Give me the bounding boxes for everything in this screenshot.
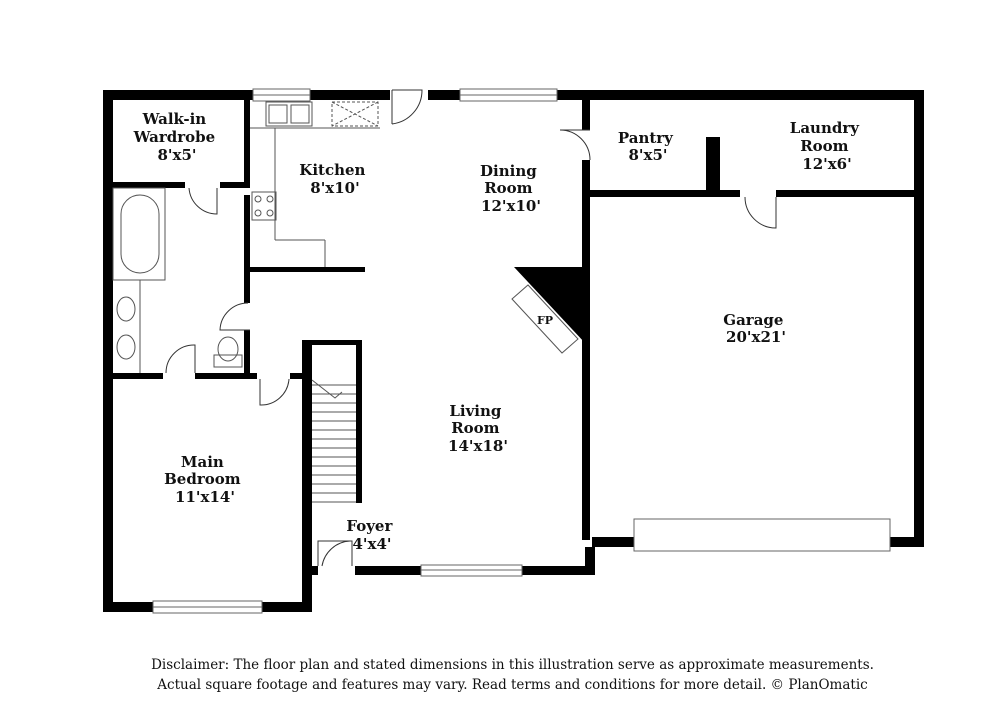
kitchen-fixtures bbox=[250, 101, 380, 267]
room-label-pantry: Pantry 8'x5' bbox=[618, 129, 678, 164]
sink-icon bbox=[116, 334, 136, 360]
stove-icon bbox=[251, 191, 277, 221]
room-label-main-bedroom: Main Bedroom 11'x14' bbox=[164, 453, 246, 506]
bathtub-icon bbox=[120, 194, 160, 274]
dishwasher-icon bbox=[331, 101, 379, 127]
door-toilet bbox=[165, 344, 196, 374]
sink-icon bbox=[116, 296, 136, 322]
door-garage bbox=[744, 196, 777, 229]
bathroom-fixtures bbox=[112, 187, 243, 373]
windows bbox=[152, 88, 891, 614]
doors bbox=[165, 89, 777, 567]
door-front bbox=[317, 540, 353, 566]
door-pantry bbox=[559, 129, 591, 161]
disclaimer-line-2: Actual square footage and features may v… bbox=[157, 677, 868, 693]
exterior-walls bbox=[103, 90, 924, 612]
stairs bbox=[311, 379, 356, 503]
door-wardrobe bbox=[188, 187, 218, 215]
garage-door bbox=[633, 518, 891, 552]
room-label-walk-in-wardrobe: Walk-in Wardrobe 8'x5' bbox=[133, 110, 221, 164]
fireplace: FP bbox=[511, 267, 585, 354]
room-label-foyer: Foyer 4'x4' bbox=[346, 517, 397, 553]
fireplace-label: FP bbox=[537, 314, 553, 327]
interior-walls bbox=[113, 100, 924, 540]
room-label-laundry-room: Laundry Room 12'x6' bbox=[790, 119, 864, 173]
room-labels: Walk-in Wardrobe 8'x5' Kitchen 8'x10' Di… bbox=[133, 110, 864, 553]
door-kitchen-exterior bbox=[391, 89, 423, 125]
room-label-kitchen: Kitchen 8'x10' bbox=[299, 161, 370, 197]
kitchen-sink-icon bbox=[265, 101, 313, 127]
toilet-icon bbox=[213, 354, 243, 368]
room-label-garage: Garage 20'x21' bbox=[723, 311, 788, 346]
disclaimer-line-1: Disclaimer: The floor plan and stated di… bbox=[151, 657, 874, 673]
room-label-dining-room: Dining Room 12'x10' bbox=[480, 162, 542, 215]
door-bedroom bbox=[259, 378, 290, 406]
floor-plan: FP Walk-in Wardrobe 8'x5' Kitchen 8'x10'… bbox=[103, 88, 924, 614]
door-bath-hall bbox=[219, 302, 250, 331]
room-label-living-room: Living Room 14'x18' bbox=[448, 402, 508, 455]
disclaimer: Disclaimer: The floor plan and stated di… bbox=[0, 655, 1000, 695]
